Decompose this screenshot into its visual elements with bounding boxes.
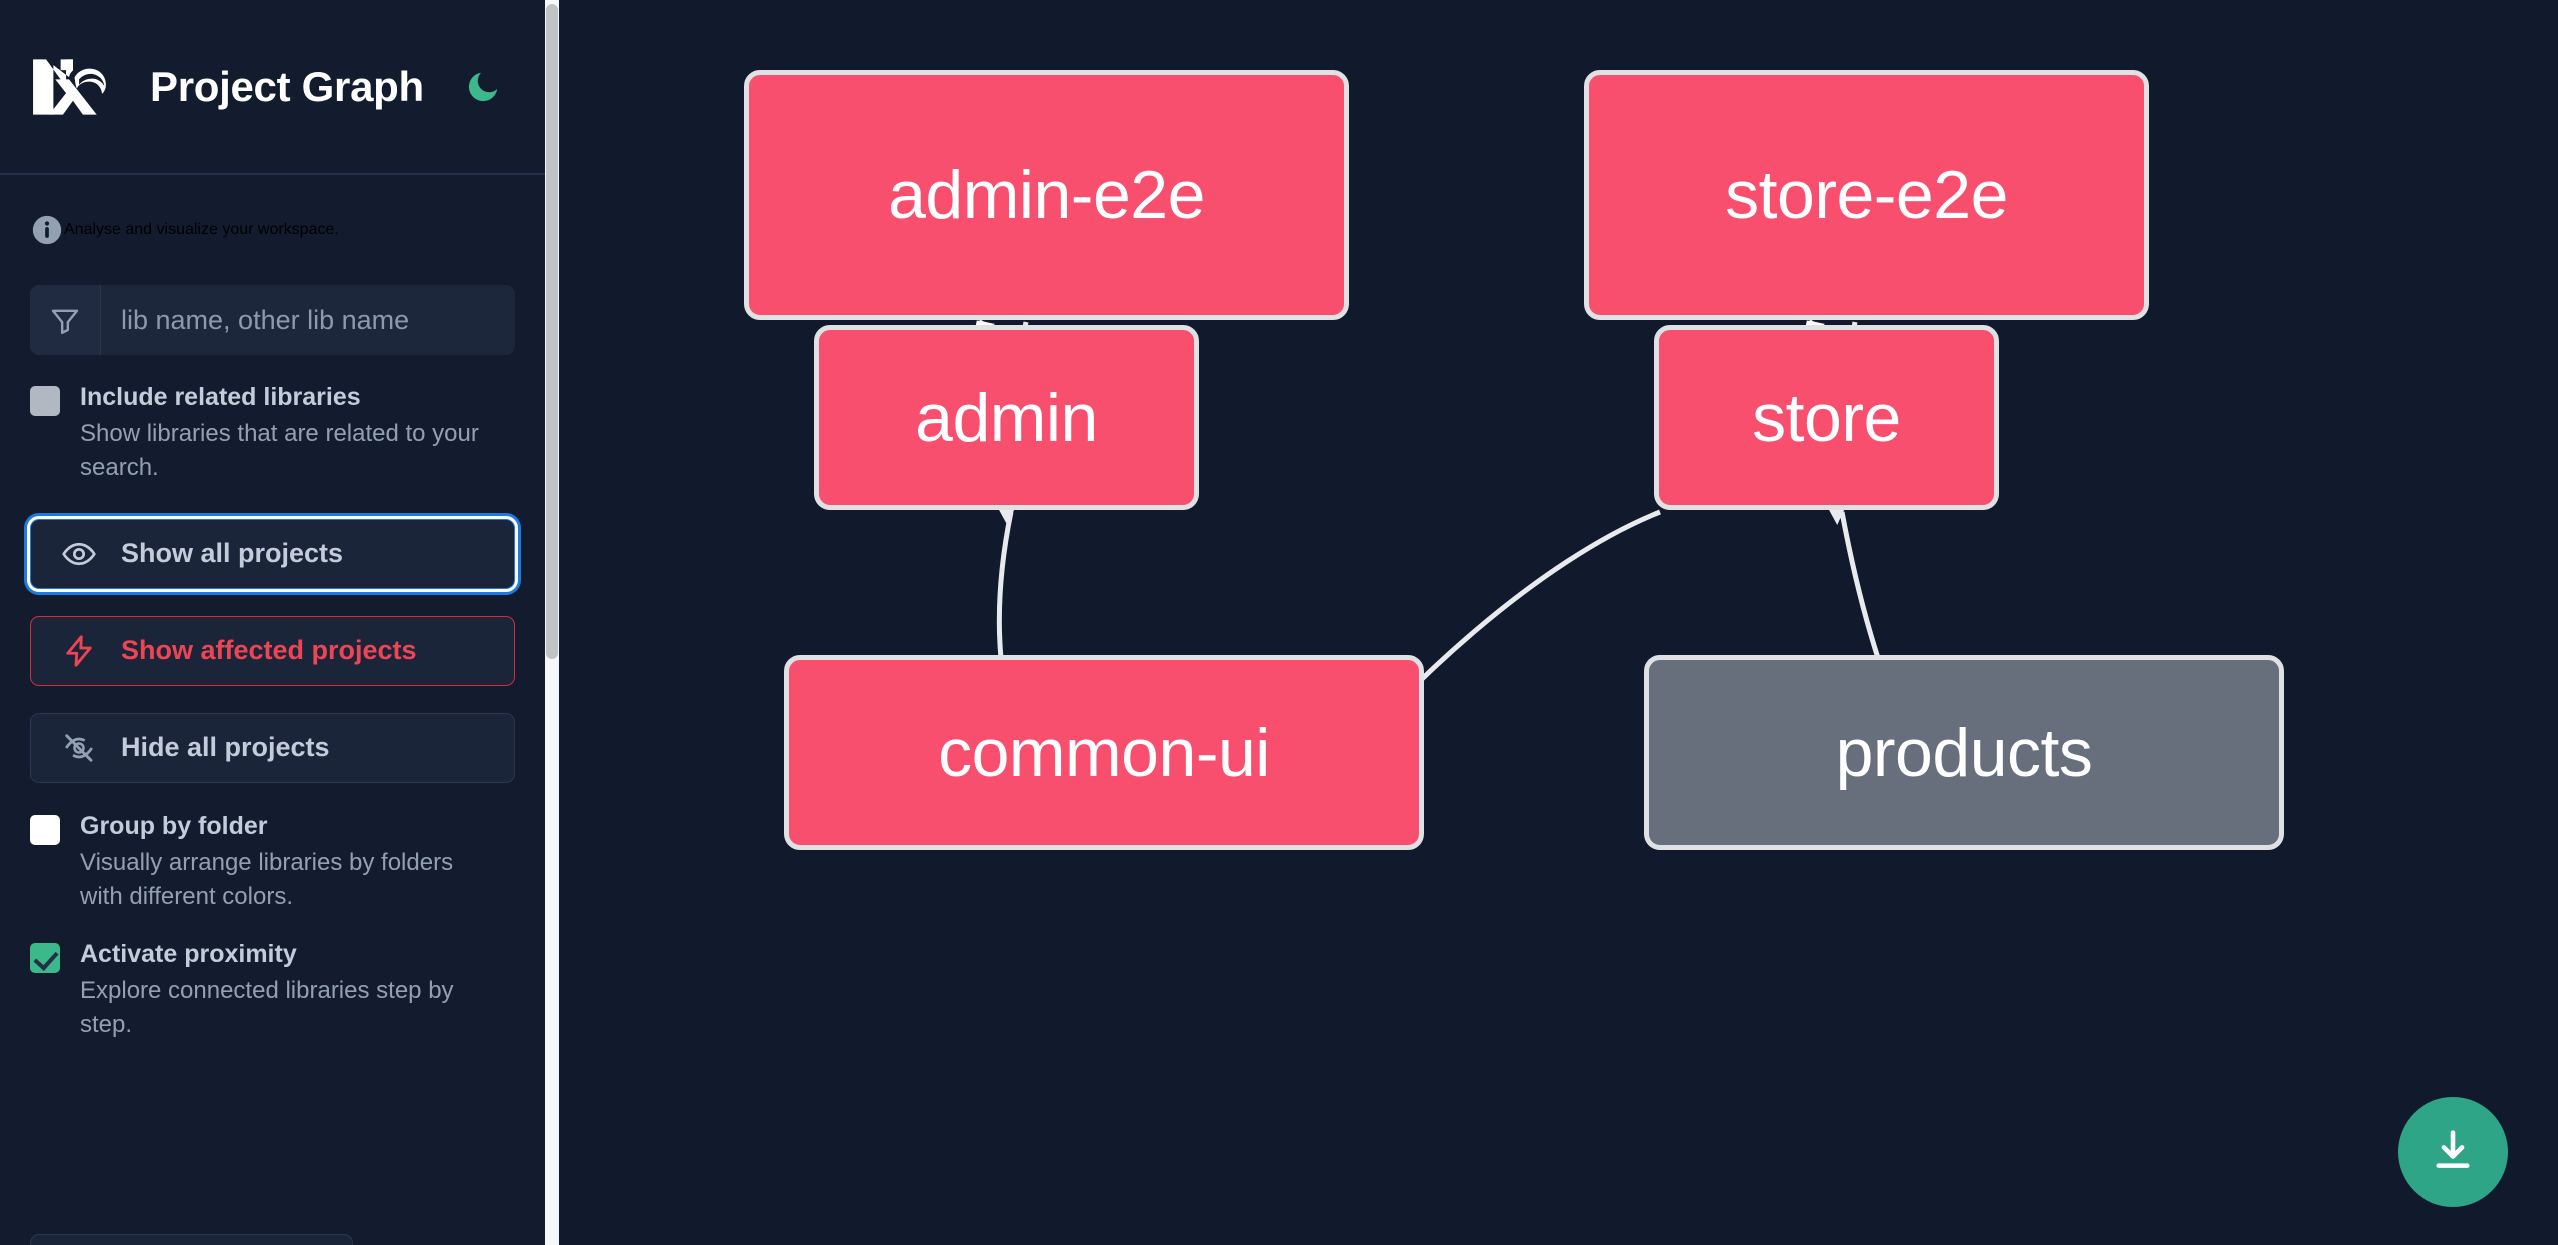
visibility-button-group: Show all projects Show affected projects	[0, 518, 545, 783]
download-icon	[2427, 1124, 2479, 1181]
sidebar: Project Graph Analyse and visualize your…	[0, 0, 559, 1245]
moon-icon[interactable]	[460, 64, 506, 110]
search-field[interactable]	[30, 285, 515, 355]
sidebar-scrollbar-thumb[interactable]	[546, 4, 558, 659]
graph-node-admin[interactable]: admin	[814, 325, 1199, 510]
checkbox-include-related-libraries[interactable]	[30, 386, 60, 416]
graph-canvas[interactable]: implicit implicit admin-e2e store-e2e ad…	[559, 0, 2558, 1245]
hide-all-projects-label: Hide all projects	[121, 732, 330, 763]
nx-logo-icon	[30, 56, 122, 118]
lightning-bolt-icon	[61, 633, 97, 669]
graph-node-store-e2e[interactable]: store-e2e	[1584, 70, 2149, 320]
option-activate-proximity[interactable]: Activate proximity Explore connected lib…	[0, 938, 545, 1042]
show-affected-projects-label: Show affected projects	[121, 635, 417, 666]
sidebar-content: Project Graph Analyse and visualize your…	[0, 0, 545, 1245]
proximity-stepper-partial[interactable]	[30, 1234, 353, 1245]
eye-icon	[61, 536, 97, 572]
checkbox-group-by-folder[interactable]	[30, 814, 60, 845]
show-all-projects-button[interactable]: Show all projects	[30, 518, 515, 589]
search-input[interactable]	[100, 285, 515, 355]
graph-node-common-ui[interactable]: common-ui	[784, 655, 1424, 850]
sidebar-scrollbar[interactable]	[545, 0, 559, 1245]
option-description: Explore connected libraries step by step…	[80, 976, 454, 1038]
option-label: Include related libraries	[80, 383, 361, 411]
sidebar-tagline: Analyse and visualize your workspace.	[0, 175, 545, 285]
info-icon	[30, 213, 64, 247]
sidebar-tagline-text: Analyse and visualize your workspace.	[64, 221, 339, 238]
option-include-related-libraries[interactable]: Include related libraries Show libraries…	[0, 381, 545, 485]
hide-all-projects-button[interactable]: Hide all projects	[30, 712, 515, 783]
graph-node-products[interactable]: products	[1644, 655, 2284, 850]
graph-node-store[interactable]: store	[1654, 325, 1999, 510]
graph-node-admin-e2e[interactable]: admin-e2e	[744, 70, 1349, 320]
option-label: Activate proximity	[80, 939, 297, 968]
filter-funnel-icon	[30, 285, 100, 355]
option-group-by-folder[interactable]: Group by folder Visually arrange librari…	[0, 810, 545, 914]
show-affected-projects-button[interactable]: Show affected projects	[30, 615, 515, 686]
eye-slash-icon	[61, 730, 97, 766]
sidebar-header: Project Graph	[0, 0, 545, 175]
page-title: Project Graph	[150, 62, 424, 110]
download-graph-button[interactable]	[2398, 1097, 2508, 1207]
checkbox-activate-proximity[interactable]	[30, 942, 60, 973]
show-all-projects-label: Show all projects	[121, 538, 344, 569]
option-label: Group by folder	[80, 811, 268, 840]
option-description: Show libraries that are related to your …	[80, 419, 479, 481]
option-description: Visually arrange libraries by folders wi…	[80, 848, 454, 910]
